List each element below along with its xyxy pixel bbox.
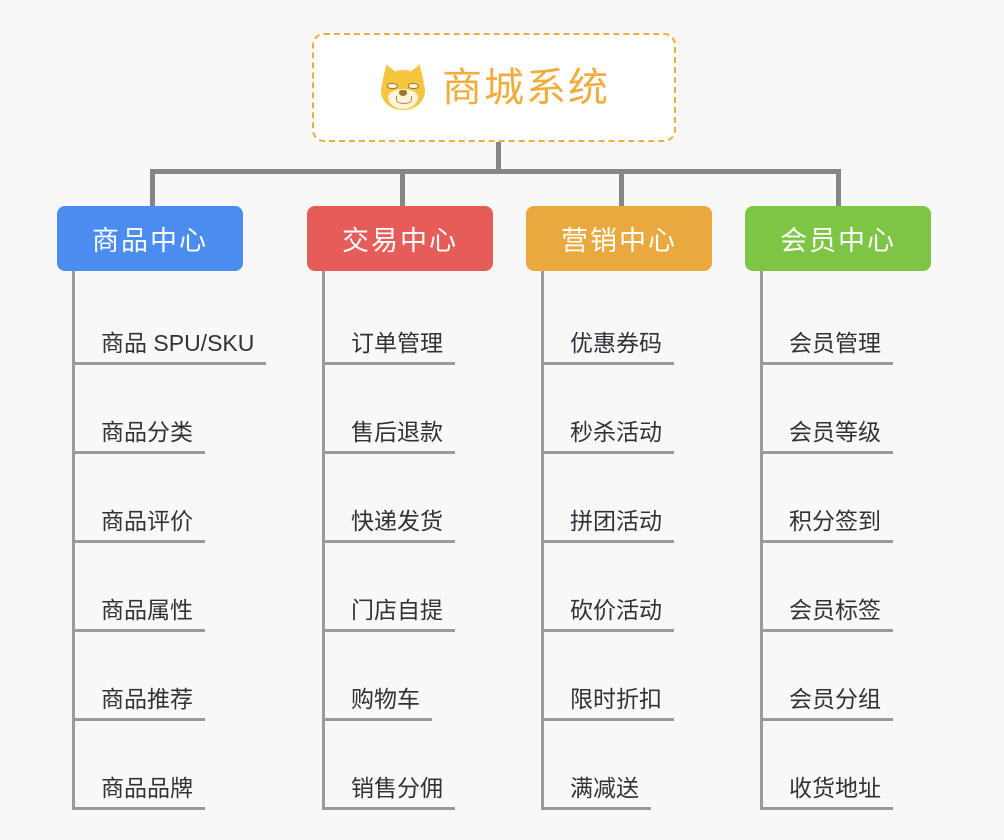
connector-root-stem — [496, 142, 501, 171]
connector-drop-2 — [400, 171, 405, 207]
leaf-label: 商品分类 — [75, 418, 205, 454]
leaf-label: 商品推荐 — [75, 685, 205, 721]
leaf-label: 商品品牌 — [75, 774, 205, 810]
leaf-label: 购物车 — [325, 685, 432, 721]
list-item[interactable]: 商品推荐 — [75, 632, 243, 721]
connector-drop-4 — [836, 171, 841, 207]
leaf-label: 售后退款 — [325, 418, 455, 454]
list-item[interactable]: 门店自提 — [325, 543, 493, 632]
branch-member-center: 会员中心 会员管理 会员等级 积分签到 会员标签 会员分组 收货地址 — [745, 206, 931, 810]
leaf-label: 砍价活动 — [544, 596, 674, 632]
shiba-mouth — [396, 95, 412, 104]
leaf-label: 秒杀活动 — [544, 418, 674, 454]
list-item[interactable]: 快递发货 — [325, 454, 493, 543]
list-item[interactable]: 商品 SPU/SKU — [75, 276, 267, 365]
leaf-label: 收货地址 — [763, 774, 893, 810]
leaf-label: 商品属性 — [75, 596, 205, 632]
list-item[interactable]: 限时折扣 — [544, 632, 712, 721]
list-item[interactable]: 满减送 — [544, 721, 712, 810]
branch-items-trade-center: 订单管理 售后退款 快递发货 门店自提 购物车 销售分佣 — [322, 271, 493, 810]
list-item[interactable]: 优惠券码 — [544, 276, 712, 365]
list-item[interactable]: 商品评价 — [75, 454, 243, 543]
branch-items-product-center: 商品 SPU/SKU 商品分类 商品评价 商品属性 商品推荐 商品品牌 — [72, 271, 267, 810]
leaf-label: 销售分佣 — [325, 774, 455, 810]
leaf-label: 限时折扣 — [544, 685, 674, 721]
leaf-label: 满减送 — [544, 774, 651, 810]
list-item[interactable]: 商品品牌 — [75, 721, 243, 810]
leaf-label: 积分签到 — [763, 507, 893, 543]
branch-header-trade-center[interactable]: 交易中心 — [307, 206, 493, 271]
leaf-label: 会员管理 — [763, 329, 893, 365]
shiba-right-eye — [408, 82, 419, 89]
list-item[interactable]: 会员分组 — [763, 632, 931, 721]
leaf-label: 快递发货 — [325, 507, 455, 543]
list-item[interactable]: 积分签到 — [763, 454, 931, 543]
list-item[interactable]: 会员标签 — [763, 543, 931, 632]
list-item[interactable]: 购物车 — [325, 632, 493, 721]
list-item[interactable]: 售后退款 — [325, 365, 493, 454]
branch-header-member-center[interactable]: 会员中心 — [745, 206, 931, 271]
shiba-nose — [399, 89, 407, 96]
leaf-label: 商品评价 — [75, 507, 205, 543]
list-item[interactable]: 商品属性 — [75, 543, 243, 632]
connector-drop-3 — [619, 171, 624, 207]
list-item[interactable]: 会员管理 — [763, 276, 931, 365]
branch-items-member-center: 会员管理 会员等级 积分签到 会员标签 会员分组 收货地址 — [760, 271, 931, 810]
shiba-left-eye — [387, 82, 398, 89]
leaf-label: 会员标签 — [763, 596, 893, 632]
shiba-dog-icon — [377, 60, 429, 113]
branch-trade-center: 交易中心 订单管理 售后退款 快递发货 门店自提 购物车 销售分佣 — [307, 206, 493, 810]
connector-horizontal-bus — [150, 169, 841, 174]
list-item[interactable]: 会员等级 — [763, 365, 931, 454]
leaf-label: 会员分组 — [763, 685, 893, 721]
list-item[interactable]: 收货地址 — [763, 721, 931, 810]
branch-header-marketing-center[interactable]: 营销中心 — [526, 206, 712, 271]
branch-product-center: 商品中心 商品 SPU/SKU 商品分类 商品评价 商品属性 商品推荐 商品品牌 — [57, 206, 267, 810]
leaf-label: 订单管理 — [325, 329, 455, 365]
list-item[interactable]: 拼团活动 — [544, 454, 712, 543]
leaf-label: 拼团活动 — [544, 507, 674, 543]
leaf-label: 门店自提 — [325, 596, 455, 632]
list-item[interactable]: 销售分佣 — [325, 721, 493, 810]
leaf-label: 商品 SPU/SKU — [75, 329, 267, 365]
list-item[interactable]: 订单管理 — [325, 276, 493, 365]
list-item[interactable]: 砍价活动 — [544, 543, 712, 632]
root-title: 商城系统 — [442, 65, 610, 110]
branch-items-marketing-center: 优惠券码 秒杀活动 拼团活动 砍价活动 限时折扣 满减送 — [541, 271, 712, 810]
root-node[interactable]: 商城系统 — [312, 33, 676, 142]
list-item[interactable]: 商品分类 — [75, 365, 243, 454]
list-item[interactable]: 秒杀活动 — [544, 365, 712, 454]
branch-header-product-center[interactable]: 商品中心 — [57, 206, 243, 271]
branch-marketing-center: 营销中心 优惠券码 秒杀活动 拼团活动 砍价活动 限时折扣 满减送 — [526, 206, 712, 810]
connector-drop-1 — [150, 171, 155, 207]
leaf-label: 优惠券码 — [544, 329, 674, 365]
leaf-label: 会员等级 — [763, 418, 893, 454]
